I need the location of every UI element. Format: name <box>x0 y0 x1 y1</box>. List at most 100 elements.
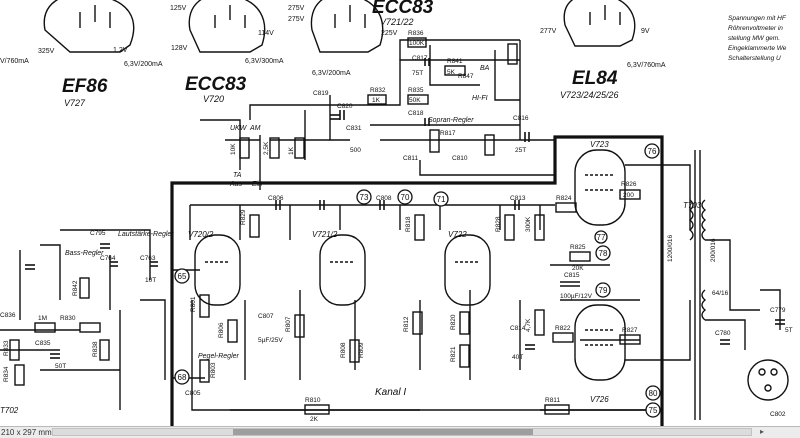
node-label-65: 65 <box>178 272 187 281</box>
part-c835: C835 <box>35 340 51 347</box>
part-r806: R806 <box>218 322 225 338</box>
part-c808: C808 <box>376 195 392 202</box>
part-c810: C810 <box>452 155 468 162</box>
node-79 <box>595 282 611 298</box>
part-r828-value: 300K <box>525 216 532 232</box>
label-v721-2: V721/2 <box>312 230 338 239</box>
label-hifi: HI-FI <box>472 95 488 102</box>
part-c815: C815 <box>564 272 580 279</box>
tube-ecc83-a-name: ECC83 <box>185 74 247 95</box>
node-label-77: 77 <box>597 233 606 242</box>
part-r825-value: 20K <box>572 265 584 272</box>
label-bass-regler: Bass-Regler <box>65 250 104 257</box>
label-am: AM <box>249 125 261 132</box>
tube-ef86-ref: V727 <box>64 98 86 108</box>
part-c807: C807 <box>258 313 274 320</box>
part-c807-value: 5µF/25V <box>258 337 283 344</box>
voltage-128v: 128V <box>171 45 188 52</box>
part-c816-value: 25T <box>515 147 526 154</box>
node-75 <box>645 402 661 418</box>
part-r833: R833 <box>3 340 10 356</box>
scroll-right-arrow-icon[interactable]: ▸ <box>759 427 764 436</box>
part-r847: R847 <box>458 73 474 80</box>
part-r834: R834 <box>3 366 10 382</box>
part-r832-value: 1K <box>372 97 381 104</box>
part-r801: R801 <box>190 296 197 312</box>
part-r826-value: 200 <box>623 192 634 199</box>
voltage-114v: 114V <box>258 30 274 37</box>
voltage-heater-1: 6,3V/200mA <box>124 61 163 68</box>
part-r835-value: 50K <box>409 97 421 104</box>
node-label-71: 71 <box>437 195 446 204</box>
part-c814: C814 <box>510 325 526 332</box>
node-71 <box>433 191 449 207</box>
tube-ecc83-b-ref: V721/22 <box>380 17 414 27</box>
node-label-70: 70 <box>401 193 410 202</box>
node-label-80: 80 <box>649 389 658 398</box>
part-value-1k: 1K <box>288 146 295 155</box>
label-ta: TA <box>233 172 242 179</box>
part-c763-value: 10T <box>145 277 156 284</box>
node-65 <box>174 268 190 284</box>
part-c813: C813 <box>510 195 526 202</box>
part-t703-winding-3: 64/16 <box>712 290 729 297</box>
tube-ecc83-b-name: ECC83 <box>372 0 434 18</box>
part-c831: C831 <box>346 125 362 132</box>
part-r828: R828 <box>495 216 502 232</box>
part-r818: R818 <box>405 216 412 232</box>
scrollbar-thumb[interactable] <box>233 429 533 435</box>
part-r827: R827 <box>622 327 638 334</box>
voltage-9v: 9V <box>641 28 650 35</box>
part-r810: R810 <box>305 397 321 404</box>
part-value-10k: 10K <box>230 143 237 155</box>
part-r832: R832 <box>370 87 386 94</box>
part-r809: R809 <box>358 342 365 358</box>
part-c805: C805 <box>185 390 201 397</box>
part-c764: C764 <box>100 255 116 262</box>
part-r803: R803 <box>210 362 217 378</box>
voltage-275v: 275V <box>288 5 305 12</box>
part-r830: R830 <box>60 315 76 322</box>
part-r842: R842 <box>72 280 79 296</box>
note-line-5: Schalterstellung U <box>728 55 781 62</box>
node-77 <box>594 230 608 244</box>
part-r826: R826 <box>621 181 637 188</box>
part-c835-value: 50T <box>55 363 66 370</box>
part-c820: C820 <box>337 103 353 110</box>
horizontal-scrollbar[interactable] <box>52 428 752 436</box>
part-r822: R822 <box>555 325 571 332</box>
part-c779-value: 5T <box>785 327 793 334</box>
part-c806: C806 <box>268 195 284 202</box>
part-c818: C818 <box>408 110 424 117</box>
part-r821: R821 <box>450 346 457 362</box>
part-r841-value: 5K <box>447 69 456 76</box>
part-c795: C795 <box>90 230 106 237</box>
page-size-readout: 210 x 297 mm <box>1 428 52 437</box>
label-v723: V723 <box>590 140 609 149</box>
node-label-75: 75 <box>649 406 658 415</box>
part-c802: C802 <box>770 411 786 418</box>
part-c780: C780 <box>715 330 731 337</box>
tube-ef86-name: EF86 <box>62 76 108 97</box>
tube-el84-name: EL84 <box>572 68 618 89</box>
part-c817: C817 <box>412 55 428 62</box>
part-c819: C819 <box>313 90 329 97</box>
part-c816: C816 <box>513 115 529 122</box>
node-label-76: 76 <box>648 147 657 156</box>
label-kanal-1: Kanal I <box>375 387 406 398</box>
voltage-1-2v: 1.2V <box>113 47 128 54</box>
part-c814-value: 40T <box>512 354 523 361</box>
label-t702: T702 <box>0 406 19 415</box>
part-r830-value: 1M <box>38 315 47 322</box>
part-r824: R824 <box>556 195 572 202</box>
schematic-diagram: 73 70 71 76 65 68 78 79 80 75 77 EF86 V7… <box>0 0 793 426</box>
node-73 <box>356 189 372 205</box>
node-76 <box>644 143 660 159</box>
voltage-heater-2: 6,3V/300mA <box>245 58 284 65</box>
voltage-heater-4: 6,3V/760mA <box>627 62 666 69</box>
voltage-277v: 277V <box>540 28 557 35</box>
label-lautstaerke-regler: Lautstärke-Regler <box>118 231 174 238</box>
status-bar: 210 x 297 mm ▸ <box>0 426 800 438</box>
label-aus: Aus <box>229 181 243 188</box>
